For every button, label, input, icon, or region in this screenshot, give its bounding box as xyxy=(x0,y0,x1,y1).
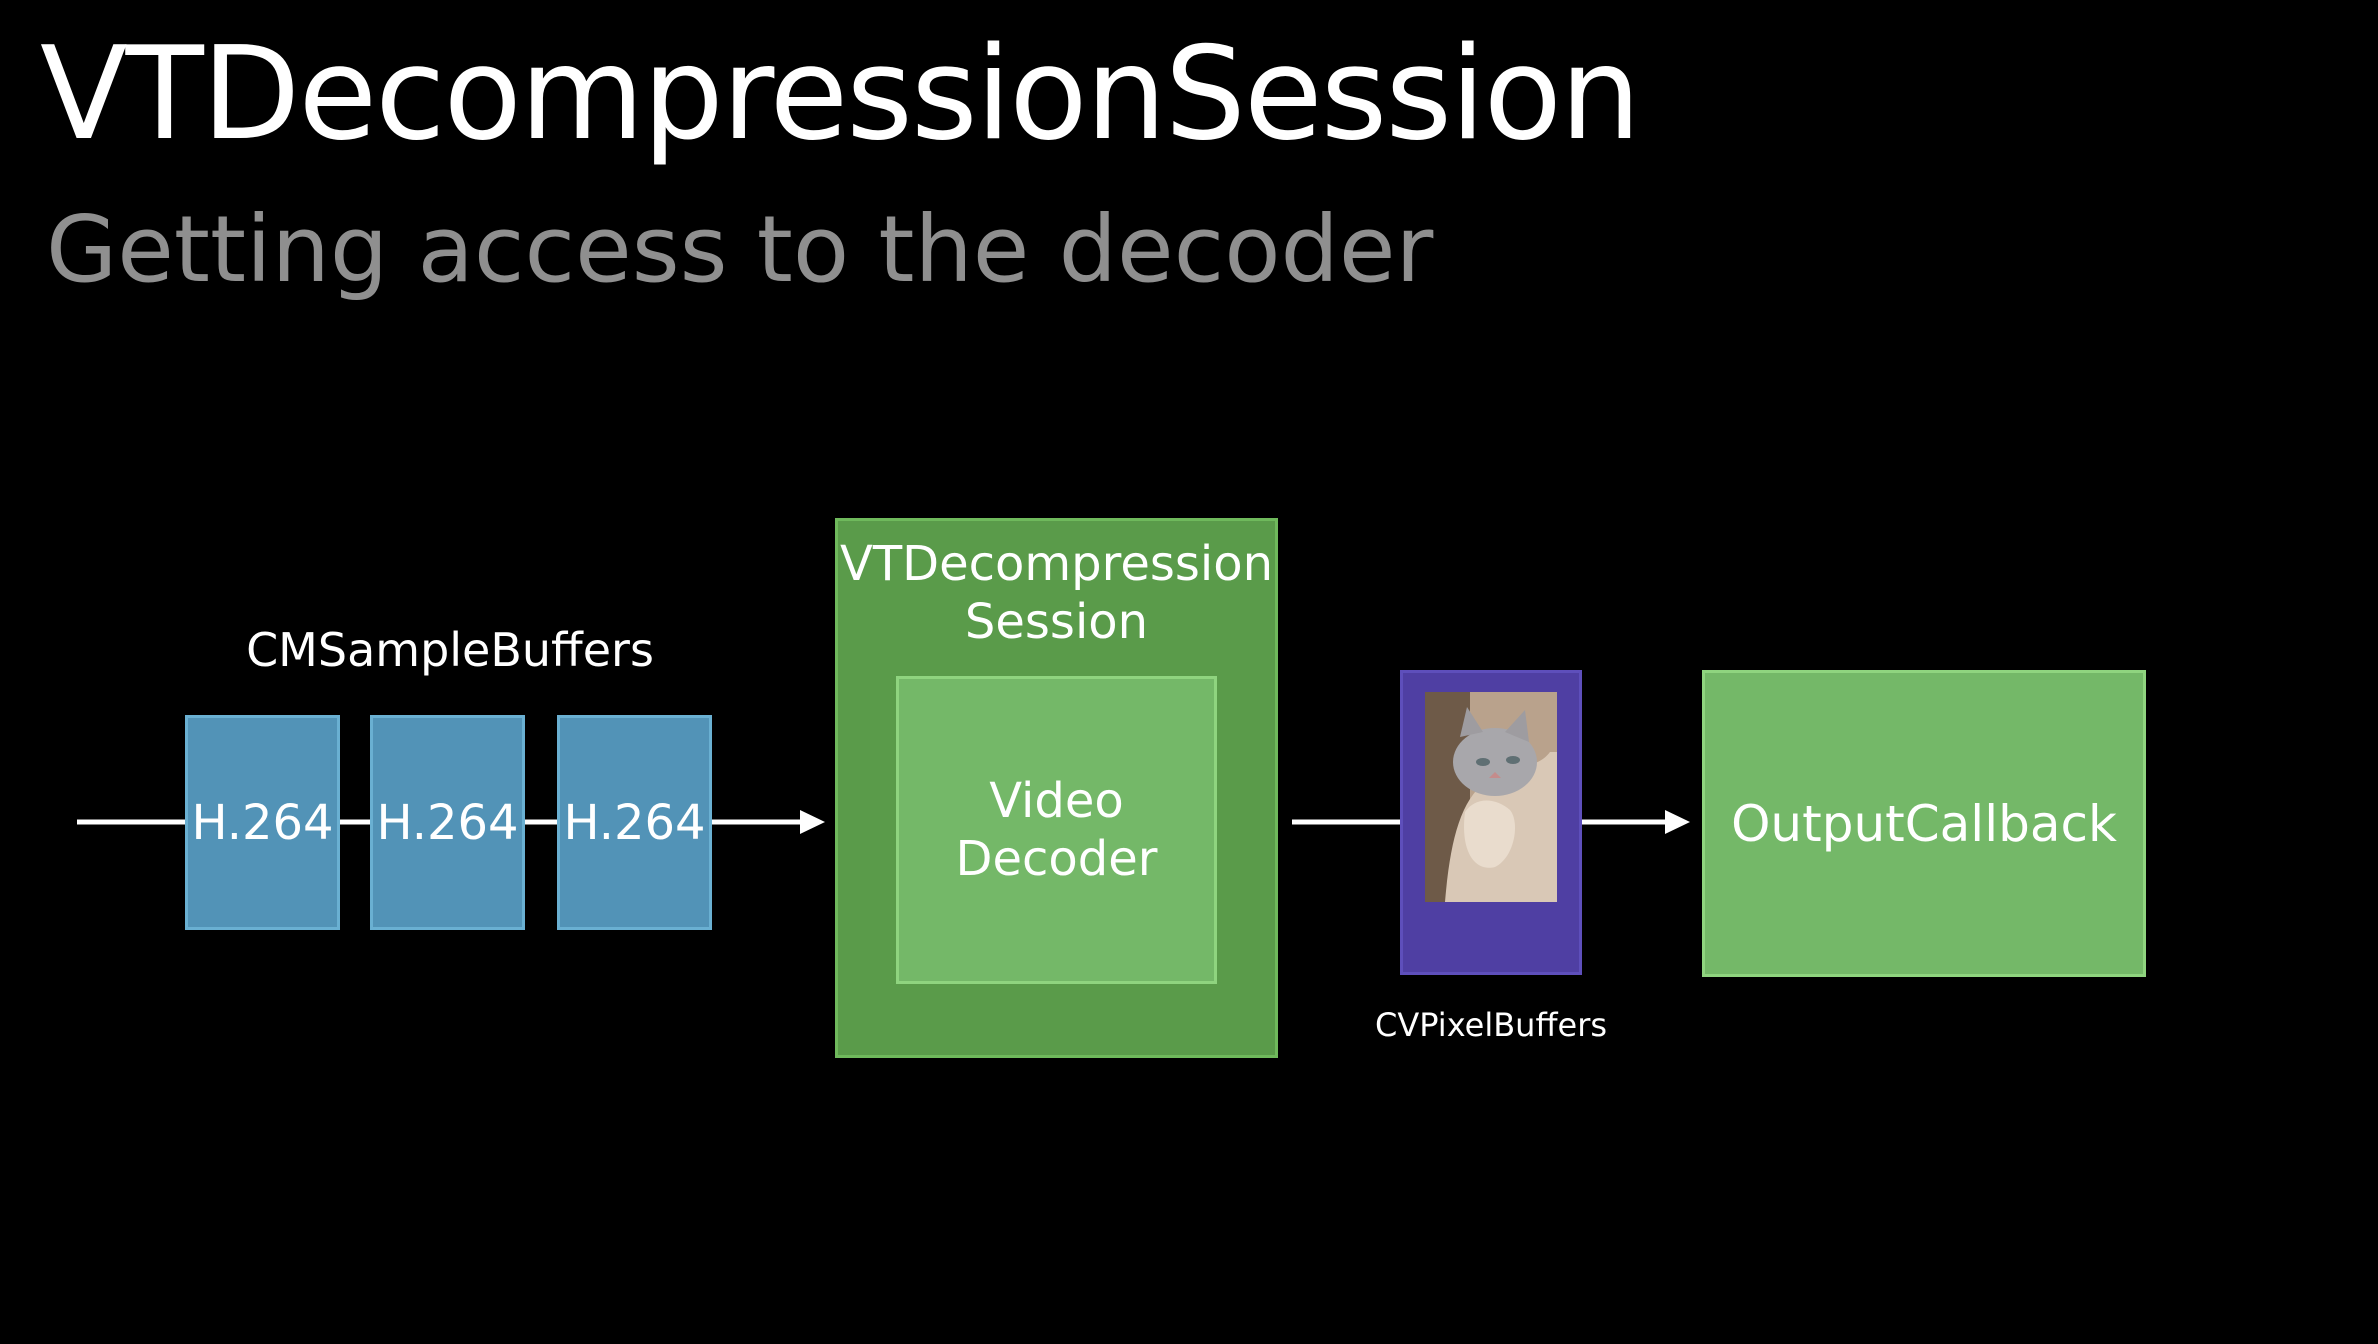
sample-buffer-3: H.264 xyxy=(557,715,712,930)
decompression-session-label: VTDecompression Session xyxy=(840,536,1273,650)
slide-subtitle: Getting access to the decoder xyxy=(46,196,1434,303)
cmsamplebuffers-label: CMSampleBuffers xyxy=(246,623,654,677)
sample-buffer-1: H.264 xyxy=(185,715,340,930)
slide-title: VTDecompressionSession xyxy=(40,20,1641,169)
cvpixelbuffers-label: CVPixelBuffers xyxy=(1374,1006,1608,1044)
cat-photo-image xyxy=(1425,692,1557,902)
output-callback-box: OutputCallback xyxy=(1702,670,2146,977)
video-decoder-box: Video Decoder xyxy=(896,676,1217,984)
arrow-to-session-head xyxy=(800,810,825,834)
output-callback-label: OutputCallback xyxy=(1731,794,2117,853)
sample-buffer-2: H.264 xyxy=(370,715,525,930)
arrow-to-callback-head xyxy=(1665,810,1690,834)
video-decoder-label: Video Decoder xyxy=(955,773,1158,887)
